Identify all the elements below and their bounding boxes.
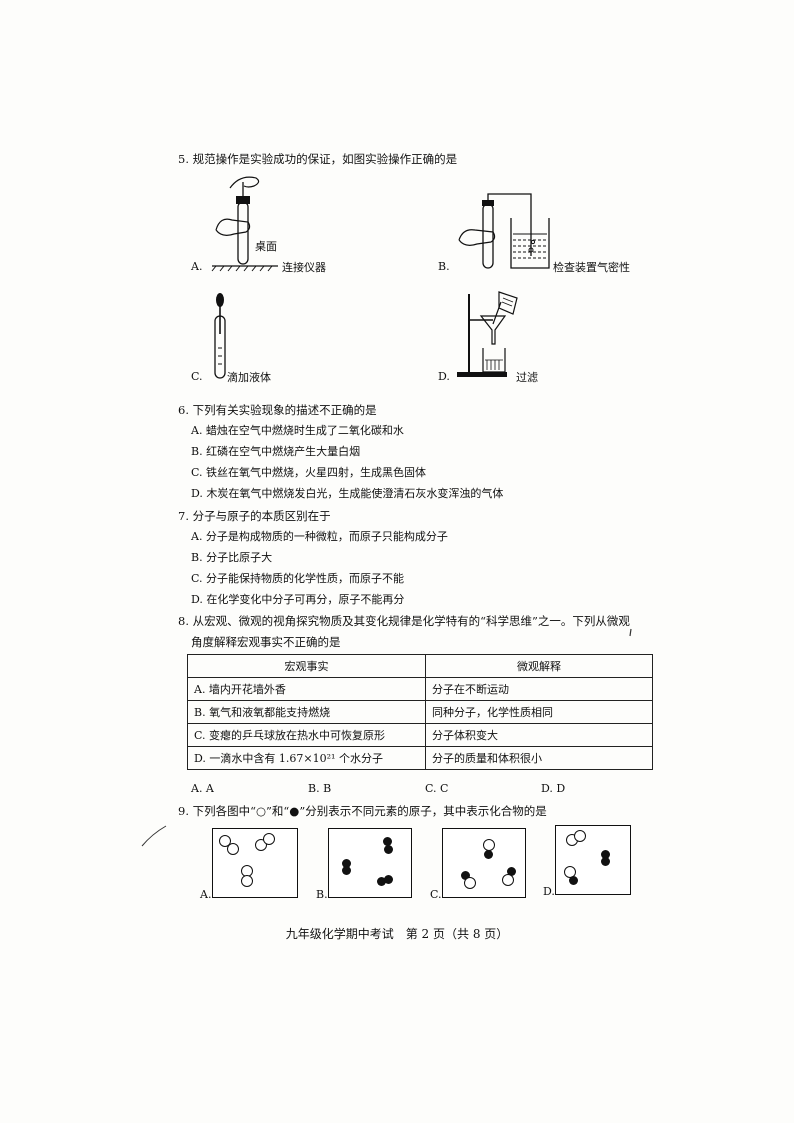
black-atom: [384, 875, 393, 884]
table-header-macro: 宏观事实: [187, 654, 426, 678]
black-atom: [601, 857, 610, 866]
q7-stem: 7. 分子与原子的本质区别在于: [178, 509, 331, 523]
table-header-micro: 微观解释: [425, 654, 653, 678]
black-atom: [377, 877, 386, 886]
q5-option-d-caption: 过滤: [516, 371, 538, 384]
white-atom: [263, 833, 275, 845]
table-row: B. 氧气和液氧都能支持燃烧 同种分子，化学性质相同: [187, 700, 653, 724]
white-atom: [227, 843, 239, 855]
q8-choice-b: B. B: [308, 782, 332, 795]
q9-label-d: D.: [543, 885, 555, 898]
table-row: D. 一滴水中含有 1.67×10²¹ 个水分子 分子的质量和体积很小: [187, 746, 653, 770]
q8-stem-line2: 角度解释宏观事实不正确的是: [191, 635, 341, 649]
table-cell: 分子体积变大: [425, 723, 653, 747]
q8-choice-c: C. C: [425, 782, 449, 795]
white-atom: [464, 877, 476, 889]
table-cell: A. 墙内开花墙外香: [187, 677, 426, 701]
q5-option-a-caption: 连接仪器: [282, 261, 326, 274]
q5-option-b-caption: 检查装置气密性: [553, 261, 630, 274]
black-atom: [342, 859, 351, 868]
black-atom: [601, 850, 610, 859]
table-cell: B. 氧气和液氧都能支持燃烧: [187, 700, 426, 724]
pen-mark: [141, 825, 167, 847]
q7-option-c: C. 分子能保持物质的化学性质，而原子不能: [191, 572, 405, 585]
black-atom: [507, 867, 516, 876]
q5-option-c-letter: C.: [191, 370, 203, 383]
q9-box-b: [328, 828, 412, 898]
black-atom: [484, 850, 493, 859]
table-cell: C. 变瘪的乒乓球放在热水中可恢复原形: [187, 723, 426, 747]
q6-stem: 6. 下列有关实验现象的描述不正确的是: [178, 403, 377, 417]
q8-choice-a: A. A: [191, 782, 214, 795]
q6-option-d: D. 木炭在氧气中燃烧发白光，生成能使澄清石灰水变浑浊的气体: [191, 487, 504, 500]
q6-option-b: B. 红磷在空气中燃烧产生大量白烟: [191, 445, 361, 458]
q9-box-a: [212, 828, 298, 898]
q5-option-d-letter: D.: [438, 370, 450, 383]
figure-dropping-liquid: [214, 293, 226, 379]
pen-mark: [629, 628, 632, 637]
white-atom: [574, 830, 586, 842]
q7-option-d: D. 在化学变化中分子可再分，原子不能再分: [191, 593, 405, 606]
q9-stem: 9. 下列各图中“○”和“●”分别表示不同元素的原子，其中表示化合物的是: [178, 804, 547, 818]
q9-label-a: A.: [200, 888, 212, 901]
white-atom: [241, 875, 253, 887]
q7-option-a: A. 分子是构成物质的一种微粒，而原子只能构成分子: [191, 530, 448, 543]
q6-option-a: A. 蜡烛在空气中燃烧时生成了二氧化碳和水: [191, 424, 404, 437]
q9-label-c: C.: [430, 888, 442, 901]
q8-fact-table: 宏观事实 微观解释 A. 墙内开花墙外香 分子在不断运动 B. 氧气和液氧都能支…: [187, 654, 653, 770]
q6-option-c: C. 铁丝在氧气中燃烧，火星四射，生成黑色固体: [191, 466, 427, 479]
table-cell: D. 一滴水中含有 1.67×10²¹ 个水分子: [187, 746, 426, 770]
table-cell: 分子在不断运动: [425, 677, 653, 701]
page-footer: 九年级化学期中考试 第 2 页（共 8 页）: [285, 927, 509, 941]
black-atom: [384, 845, 393, 854]
table-cell: 同种分子，化学性质相同: [425, 700, 653, 724]
table-cell: 分子的质量和体积很小: [425, 746, 653, 770]
table-surface-label: 桌面: [255, 240, 277, 253]
q9-label-b: B.: [316, 888, 328, 901]
white-atom: [502, 874, 514, 886]
table-row: A. 墙内开花墙外香 分子在不断运动: [187, 677, 653, 701]
q5-option-c-caption: 滴加液体: [227, 371, 271, 384]
black-atom: [461, 871, 470, 880]
q7-option-b: B. 分子比原子大: [191, 551, 273, 564]
q5-stem: 5. 规范操作是实验成功的保证，如图实验操作正确的是: [178, 152, 458, 166]
figure-airtightness-check: [458, 193, 550, 269]
q5-option-b-letter: B.: [438, 260, 450, 273]
figure-connect-apparatus: [211, 176, 278, 272]
q8-stem-line1: 8. 从宏观、微观的视角探究物质及其变化规律是化学特有的“科学思维”之一。下列从…: [178, 614, 630, 628]
q9-box-c: [442, 828, 526, 898]
q5-option-a-letter: A.: [191, 260, 203, 273]
black-atom: [383, 837, 392, 846]
figure-filtration: [457, 291, 518, 377]
black-atom: [342, 866, 351, 875]
table-row: C. 变瘪的乒乓球放在热水中可恢复原形 分子体积变大: [187, 723, 653, 747]
black-atom: [569, 876, 578, 885]
q9-box-d: [555, 825, 631, 895]
q8-choice-d: D. D: [541, 782, 566, 795]
